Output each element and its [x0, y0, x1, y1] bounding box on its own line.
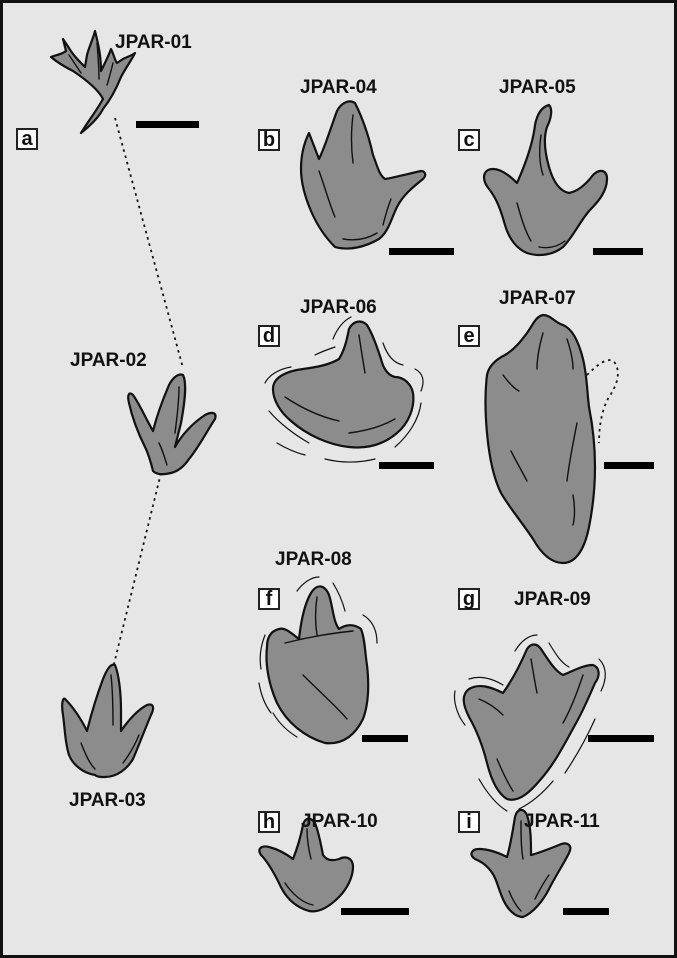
track-label-jpar-09: JPAR-09 [514, 589, 591, 611]
footprint-jpar-02 [128, 374, 215, 474]
scale-bar-f [362, 735, 408, 742]
footprint-jpar-07 [486, 315, 618, 563]
track-label-jpar-08: JPAR-08 [275, 549, 352, 571]
track-label-jpar-04: JPAR-04 [300, 77, 377, 99]
scale-bar-h [341, 908, 409, 915]
footprint-jpar-04 [301, 101, 425, 248]
trackway-line-01-02 [115, 118, 183, 368]
track-label-jpar-05: JPAR-05 [499, 77, 576, 99]
footprint-jpar-06 [265, 317, 423, 462]
track-label-jpar-11: JPAR-11 [524, 811, 600, 833]
panel-label-h: h [258, 811, 280, 833]
panel-label-i: i [458, 811, 480, 833]
track-label-jpar-06: JPAR-06 [300, 297, 377, 319]
panel-label-a: a [16, 128, 38, 150]
scale-bar-e [604, 462, 654, 469]
panel-label-d: d [258, 325, 280, 347]
track-label-jpar-02: JPAR-02 [70, 350, 147, 372]
panel-label-b: b [258, 129, 280, 151]
scale-bar-i [563, 908, 609, 915]
panel-label-g: g [458, 588, 480, 610]
track-label-jpar-10: JPAR-10 [301, 811, 378, 833]
scale-bar-d [379, 462, 434, 469]
footprint-jpar-09 [454, 635, 605, 811]
panel-label-c: c [458, 129, 480, 151]
scale-bar-g [588, 735, 654, 742]
scale-bar-b [389, 248, 454, 255]
panel-label-e: e [458, 325, 480, 347]
track-label-jpar-07: JPAR-07 [499, 288, 576, 310]
footprint-jpar-05 [484, 105, 607, 255]
trackway-line-02-03 [113, 473, 161, 668]
track-label-jpar-01: JPAR-01 [115, 32, 192, 54]
scale-bar-a [136, 121, 199, 128]
panel-label-f: f [258, 588, 280, 610]
footprint-jpar-03 [62, 665, 153, 777]
scale-bar-c [593, 248, 643, 255]
track-label-jpar-03: JPAR-03 [69, 790, 146, 812]
